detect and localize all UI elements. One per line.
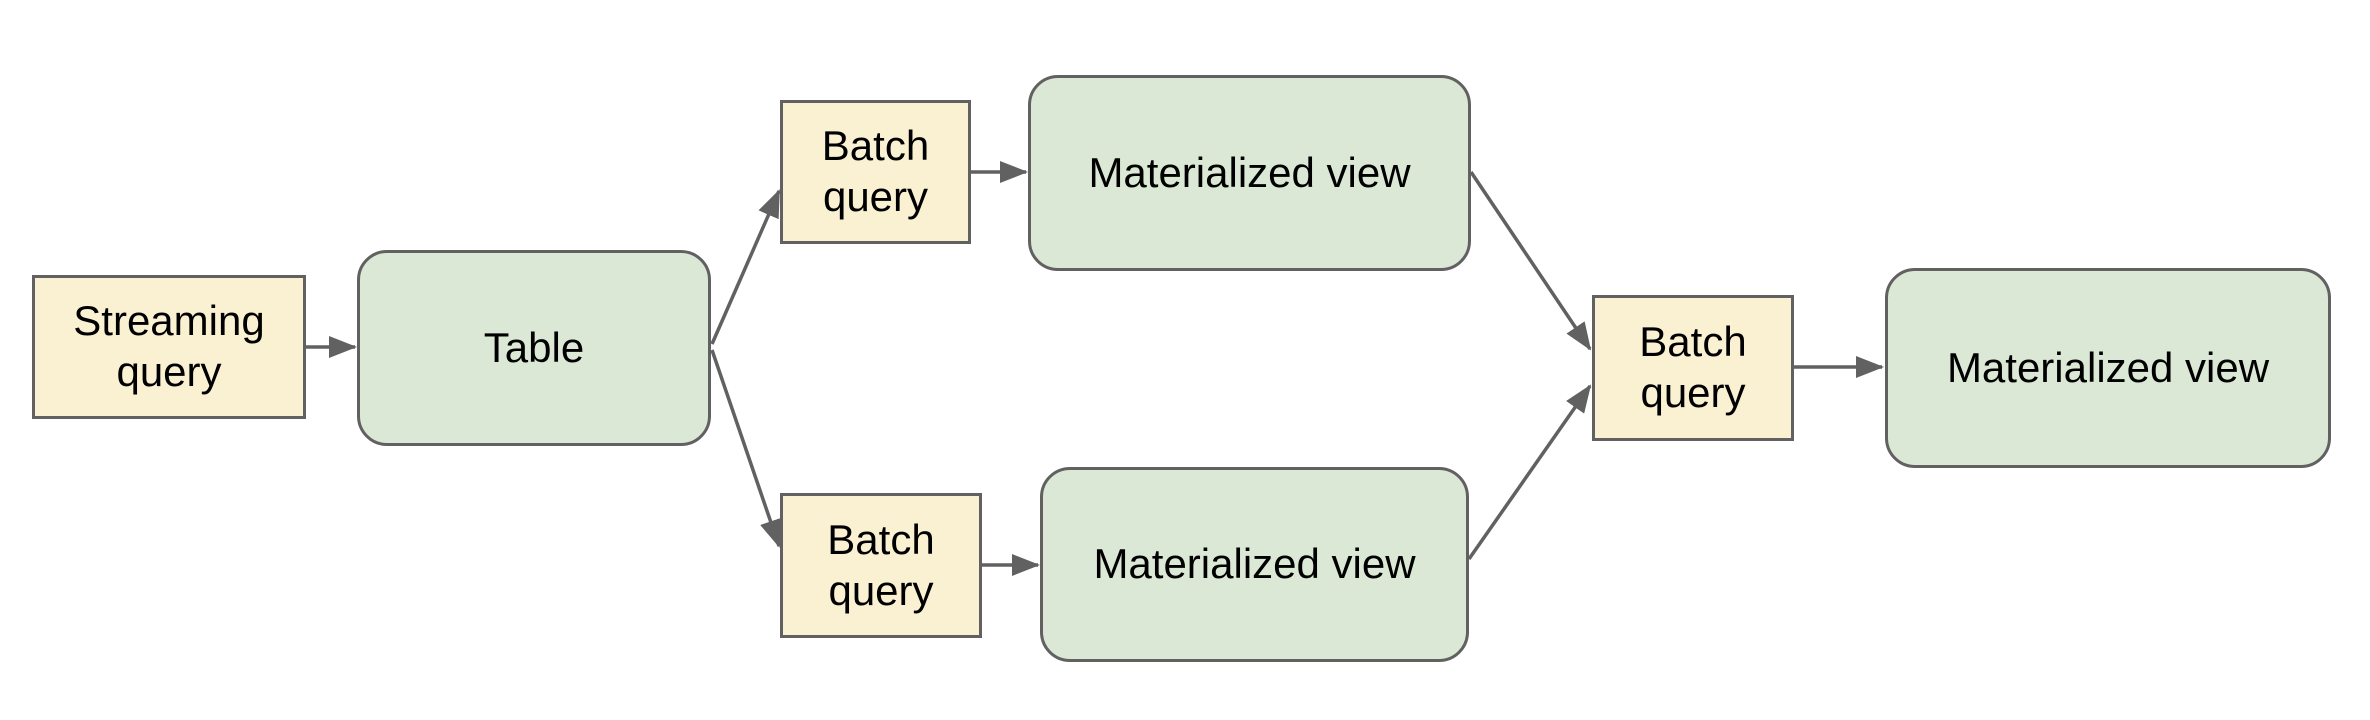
node-batch-query-bottom-label: Batch query (827, 515, 935, 614)
arrow-materialized-view-bottom-to-batch-query-merge (1467, 384, 1592, 561)
node-batch-query-top-label: Batch query (821, 122, 930, 220)
node-materialized-view-right-label: Materialized view (1946, 343, 2270, 391)
arrow-table-to-batch-query-top (710, 189, 781, 345)
node-table: Table (357, 250, 711, 446)
node-batch-query-top: Batch query (780, 100, 971, 244)
node-streaming-query: Streaming query (32, 275, 306, 419)
node-materialized-view-bottom-label: Materialized view (1093, 540, 1416, 588)
node-batch-query-merge-label: Batch query (1639, 318, 1747, 416)
node-streaming-query-label: Streaming query (73, 297, 265, 395)
node-materialized-view-top-label: Materialized view (1088, 148, 1411, 196)
node-materialized-view-top: Materialized view (1028, 75, 1471, 271)
arrow-table-to-batch-query-bottom (710, 349, 781, 548)
node-table-label: Table (483, 323, 585, 371)
node-batch-query-merge: Batch query (1592, 295, 1794, 441)
node-batch-query-bottom: Batch query (780, 493, 982, 638)
node-materialized-view-right: Materialized view (1885, 268, 2331, 468)
arrow-materialized-view-top-to-batch-query-merge (1469, 171, 1592, 351)
node-materialized-view-bottom: Materialized view (1040, 467, 1469, 662)
